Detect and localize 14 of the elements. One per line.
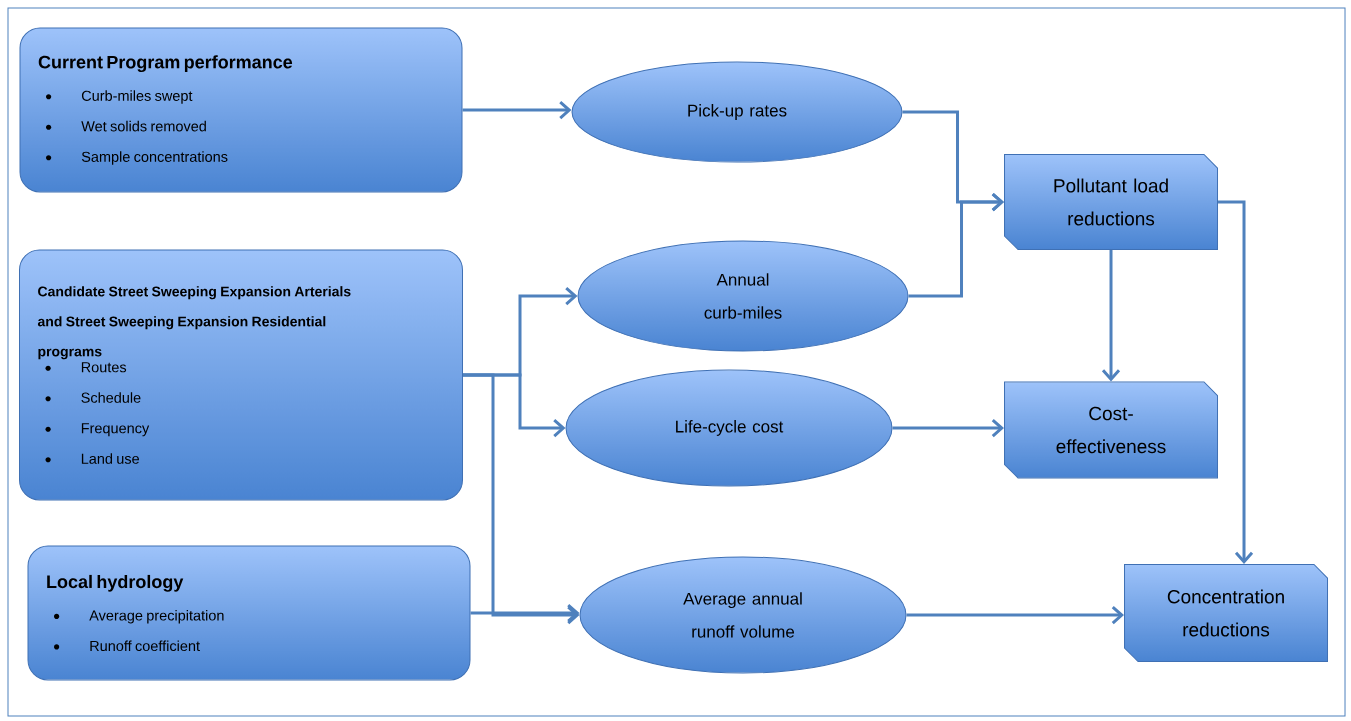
arrow (892, 418, 1004, 438)
arrow (463, 373, 580, 625)
arrow (462, 100, 572, 120)
arrow (1101, 250, 1121, 382)
arrow (908, 192, 1004, 298)
text-box: Local hydrology Average precipitation Runoff coefficient (27, 545, 471, 681)
text-box: Current Program performance Curb-miles swept Wet solids removed Sample concentrations (19, 27, 463, 193)
arrow (470, 603, 580, 623)
arrow (1218, 200, 1254, 564)
text-box: Candidate Street Sweeping Expansion Arterials and Street Sweeping Expansion Residential programs Routes Schedule Frequency Land use (19, 249, 463, 501)
result-box: Pollutant load reductions (1004, 154, 1218, 250)
result-box: Concentration reductions (1124, 564, 1328, 662)
result-box: Cost-effectiveness (1004, 381, 1218, 479)
arrow (906, 605, 1124, 625)
